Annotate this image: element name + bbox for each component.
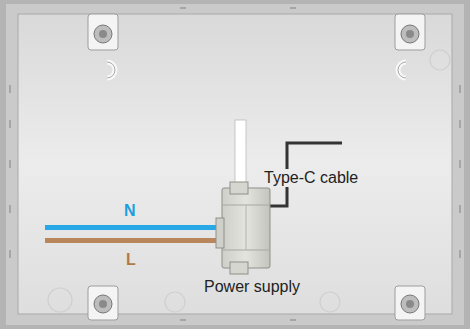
power-supply-module <box>216 182 270 274</box>
white-cable <box>235 120 246 190</box>
part-label: Power supply <box>204 278 300 296</box>
live-wire <box>45 238 225 243</box>
wire-label: N <box>124 202 136 220</box>
wire-label: L <box>126 251 136 269</box>
neutral-wire <box>45 225 225 230</box>
cable-label: Type-C cable <box>262 169 360 187</box>
